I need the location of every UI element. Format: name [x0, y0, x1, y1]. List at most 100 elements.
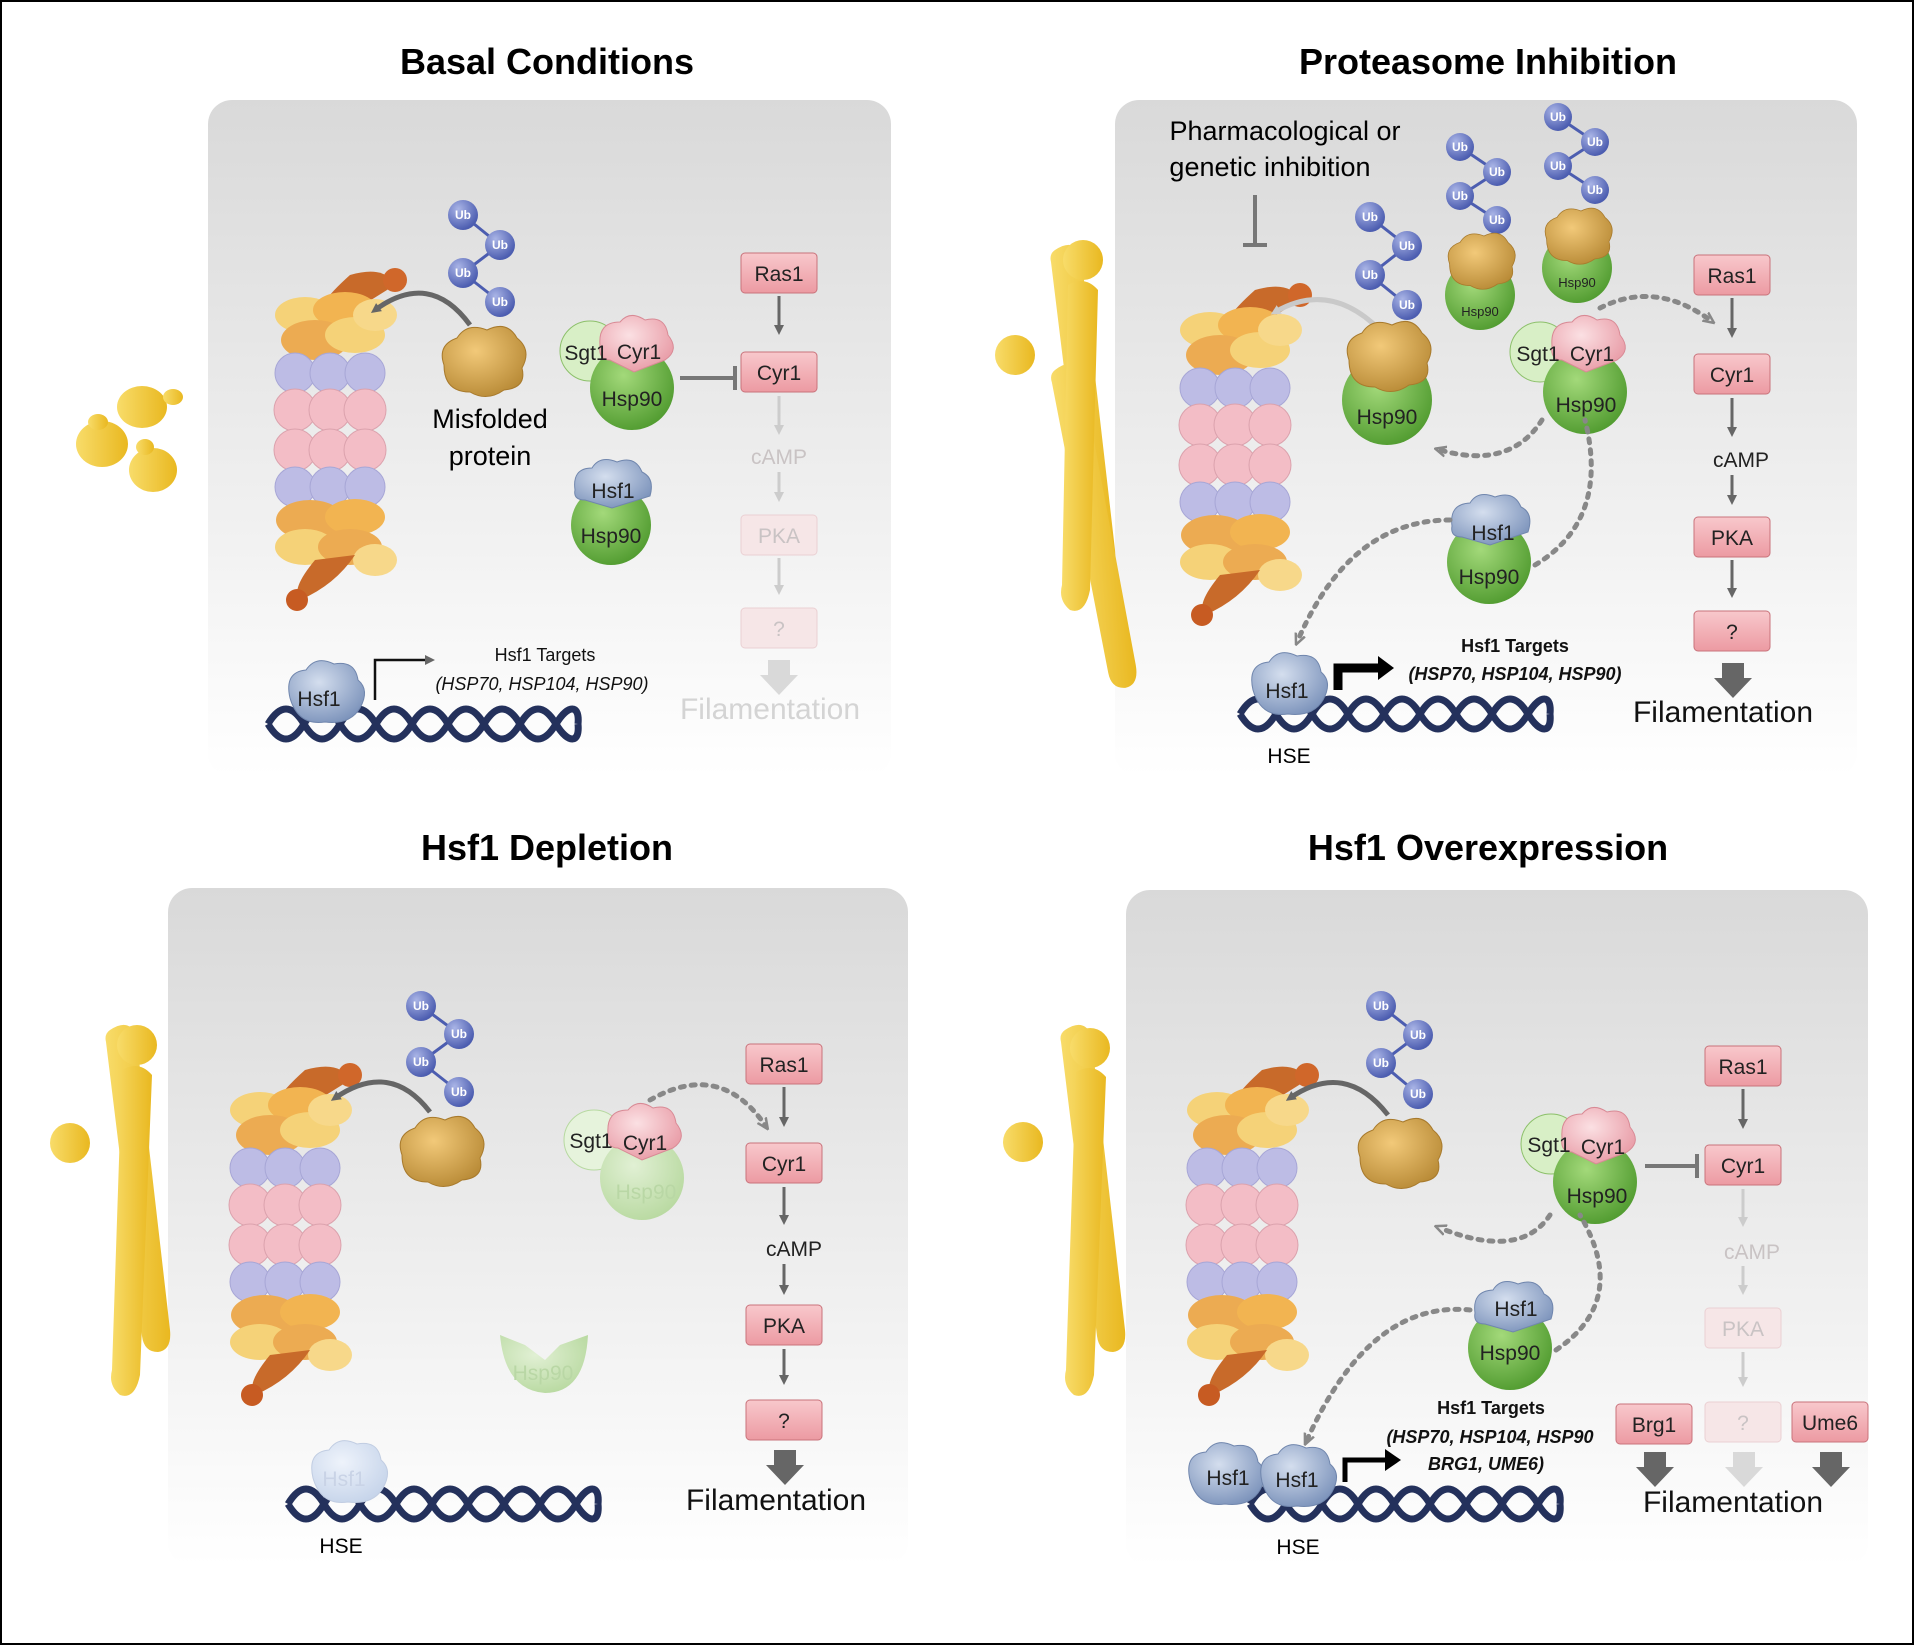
pka-box: [1693, 516, 1771, 558]
svg-text:Ub: Ub: [1587, 135, 1603, 149]
pka-label: PKA: [758, 525, 800, 548]
ume6-label: Ume6: [1802, 1412, 1858, 1435]
camp-pka-pathway: Ras1 Cyr1 cAMP PKA ? Filamentation: [686, 1043, 866, 1517]
targets-genes: BRG1, UME6): [1428, 1454, 1544, 1474]
ub-icon: Ub: [1446, 133, 1474, 161]
hsf1-hsp90-complex: Hsf1 Hsp90: [571, 459, 652, 565]
panel-hsf1-overexpression: Hsf1 Overexpression Ub Ub Ub Ub Sgt1 Cyr…: [1003, 827, 1869, 1567]
svg-text:Cyr1: Cyr1: [762, 1153, 806, 1176]
svg-text:Hsp90: Hsp90: [616, 1181, 677, 1204]
filamentation-label: Filamentation: [1643, 1486, 1823, 1519]
degradation-arrow: [1285, 1079, 1390, 1117]
sgt1-cyr1-hsp90-complex: Sgt1 Cyr1 Hsp90: [559, 315, 674, 430]
ub-icon: Ub: [1544, 152, 1572, 180]
svg-text:Ub: Ub: [1362, 210, 1378, 224]
ub-icon: Ub: [1403, 1079, 1433, 1109]
panel-title-depletion: Hsf1 Depletion: [421, 827, 673, 868]
filamentation-label: Filamentation: [686, 1484, 866, 1517]
svg-text:Hsf1: Hsf1: [1471, 522, 1514, 545]
ub-icon: Ub: [1446, 182, 1474, 210]
svg-text:Ras1: Ras1: [1707, 265, 1756, 288]
panel-proteasome-inhibition: Proteasome Inhibition Pharmacological or…: [995, 41, 1857, 777]
ub-icon: Ub: [1544, 103, 1572, 131]
svg-text:Hsp90: Hsp90: [1459, 566, 1520, 589]
ub-icon: Ub: [448, 200, 478, 230]
svg-text:?: ?: [1726, 621, 1738, 644]
ume6-box: [1791, 1401, 1869, 1443]
svg-text:Ub: Ub: [1550, 159, 1566, 173]
ub-icon: Ub: [406, 991, 436, 1021]
svg-text:Ub: Ub: [1362, 268, 1378, 282]
svg-text:Ub: Ub: [1489, 165, 1505, 179]
svg-text:Sgt1: Sgt1: [569, 1130, 612, 1153]
filamentation-label: Filamentation: [680, 693, 860, 726]
ub-icon: Ub: [1483, 158, 1511, 186]
hse-label: HSE: [1267, 745, 1310, 768]
cyr1-label: Cyr1: [617, 341, 661, 364]
hsf1-on-dna-faint: Hsf1: [311, 1440, 388, 1503]
svg-text:Hsf1: Hsf1: [1494, 1298, 1537, 1321]
svg-text:Hsp90: Hsp90: [1461, 304, 1499, 319]
svg-text:Sgt1: Sgt1: [1516, 343, 1559, 366]
svg-text:Ras1: Ras1: [1718, 1056, 1767, 1079]
dotted-cycle-arrow: [1532, 417, 1594, 568]
svg-text:Hsf1: Hsf1: [1275, 1469, 1318, 1492]
camp-pka-pathway: Ras1 Cyr1 cAMP PKA ? Filamentation: [680, 252, 860, 726]
ub-icon: Ub: [1483, 206, 1511, 234]
sgt1-cyr1-hsp90-complex: Sgt1 Cyr1 Hsp90: [1509, 315, 1627, 434]
hsf1-hsp90-complex: Hsf1 Hsp90: [1468, 1281, 1554, 1390]
svg-text:cAMP: cAMP: [766, 1238, 822, 1261]
ub-icon: Ub: [448, 258, 478, 288]
inhibition-label: Pharmacological or: [1169, 116, 1400, 146]
hyphae-icon: [1003, 1024, 1126, 1396]
ub-icon: Ub: [485, 230, 515, 260]
svg-text:Ub: Ub: [1373, 999, 1389, 1013]
ub-icon: Ub: [444, 1019, 474, 1049]
svg-text:Cyr1: Cyr1: [1721, 1155, 1765, 1178]
ub-icon: Ub: [1355, 202, 1385, 232]
svg-text:Ub: Ub: [455, 208, 471, 222]
svg-text:Ub: Ub: [451, 1027, 467, 1041]
targets-title: Hsf1 Targets: [495, 645, 596, 665]
hsp90-label: Hsp90: [581, 525, 642, 548]
camp-label: cAMP: [1713, 449, 1769, 472]
ub-icon: Ub: [1581, 176, 1609, 204]
svg-text:cAMP: cAMP: [1724, 1241, 1780, 1264]
hsf1-hsp90-complex: Hsf1 Hsp90: [1447, 494, 1531, 604]
svg-text:Ub: Ub: [492, 295, 508, 309]
cyr1-label: Cyr1: [757, 362, 801, 385]
targets-genes: (HSP70, HSP104, HSP90): [435, 674, 648, 694]
svg-text:Ub: Ub: [1489, 213, 1505, 227]
svg-text:Hsp90: Hsp90: [1556, 394, 1617, 417]
svg-text:Hsp90: Hsp90: [1480, 1342, 1541, 1365]
panel-title-proteasome: Proteasome Inhibition: [1299, 41, 1677, 82]
hsf1-on-dna: Hsf1: [288, 660, 365, 723]
hyphae-icon: [50, 1024, 171, 1396]
svg-text:Ras1: Ras1: [759, 1054, 808, 1077]
camp-label: cAMP: [751, 446, 807, 469]
ub-icon: Ub: [1392, 290, 1422, 320]
blocked-degradation-arrow: [1270, 297, 1382, 332]
hsf1-label: Hsf1: [591, 480, 634, 503]
ubiquitin-chain: Ub Ub Ub Ub: [448, 200, 515, 317]
sgt1-cyr1-faint-hsp90-complex: Sgt1 Cyr1 Hsp90: [563, 1103, 684, 1220]
dotted-hsf1-release-arrow: [1298, 517, 1453, 640]
svg-text:Ub: Ub: [1373, 1056, 1389, 1070]
svg-text:Cyr1: Cyr1: [1570, 343, 1614, 366]
hsf1-on-dna: Hsf1: [1251, 652, 1328, 715]
svg-text:Ub: Ub: [413, 1055, 429, 1069]
svg-text:Cyr1: Cyr1: [623, 1132, 667, 1155]
ras1-box: [740, 252, 818, 294]
ub-icon: Ub: [1392, 231, 1422, 261]
ub-icon: Ub: [1403, 1020, 1433, 1050]
ras1-box: [1693, 254, 1771, 296]
svg-text:Ub: Ub: [1550, 110, 1566, 124]
filamentation-label: Filamentation: [1633, 696, 1813, 729]
ub-icon: Ub: [1366, 1048, 1396, 1078]
svg-text:Ub: Ub: [1399, 239, 1415, 253]
svg-text:?: ?: [778, 1410, 790, 1433]
dotted-hsp90-arrow: [1440, 417, 1545, 459]
unknown-box: [1693, 610, 1771, 652]
